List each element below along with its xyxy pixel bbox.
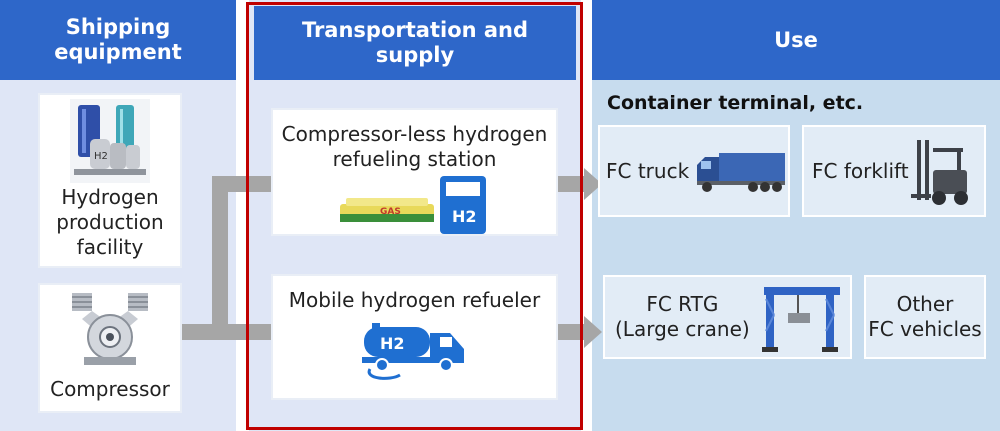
header-transportation-supply: Transportation and supply xyxy=(254,6,576,80)
arrow-top-head xyxy=(584,168,602,200)
refueling-station-box: Compressor-less hydrogen refueling stati… xyxy=(271,108,558,236)
header-use-text: Use xyxy=(774,27,818,52)
compressor-label: Compressor xyxy=(50,377,170,401)
hydrogen-production-icon: H2 xyxy=(70,99,150,183)
compressor-box: Compressor xyxy=(38,283,182,413)
hydrogen-production-box: H2 Hydrogen production facility xyxy=(38,93,182,268)
crane-icon xyxy=(761,287,840,352)
fc-truck-box: FC truck xyxy=(598,125,790,217)
mobile-refueler-label: Mobile hydrogen refueler xyxy=(288,288,541,312)
h2-station-label: H2 xyxy=(452,207,477,226)
hydrogen-production-label: Hydrogen production facility xyxy=(56,185,164,259)
h2-tank-label: H2 xyxy=(380,334,405,353)
arrow-bottom-head xyxy=(584,316,602,348)
header-shipping-text: Shipping equipment xyxy=(54,15,182,64)
forklift-icon xyxy=(910,140,968,205)
fc-rtg-label: FC RTG (Large crane) xyxy=(615,292,750,341)
transport-highlight-frame xyxy=(246,2,583,430)
header-shipping-equipment: Shipping equipment xyxy=(0,0,236,80)
fc-forklift-label: FC forklift xyxy=(812,158,909,183)
fc-truck-label: FC truck xyxy=(606,158,690,183)
header-transport-text: Transportation and supply xyxy=(301,18,529,67)
h2-facility-label: H2 xyxy=(94,151,108,162)
other-fc-vehicles-label: Other FC vehicles xyxy=(868,292,982,341)
fc-forklift-box: FC forklift xyxy=(802,125,986,217)
arrow-vertical-connector xyxy=(212,176,228,340)
container-terminal-title: Container terminal, etc. xyxy=(607,92,864,114)
header-use: Use xyxy=(592,0,1000,80)
mobile-refueler-box: Mobile hydrogen refueler H2 xyxy=(271,274,558,400)
refueling-station-icon: GAS H2 xyxy=(339,176,486,234)
fc-rtg-box: FC RTG (Large crane) xyxy=(603,275,852,359)
mobile-refueler-icon: H2 xyxy=(361,323,464,380)
compressor-icon xyxy=(72,293,148,365)
truck-icon xyxy=(697,153,786,192)
gas-label: GAS xyxy=(380,207,401,217)
other-fc-vehicles-box: Other FC vehicles xyxy=(864,275,986,359)
refueling-station-label: Compressor-less hydrogen refueling stati… xyxy=(281,122,548,171)
